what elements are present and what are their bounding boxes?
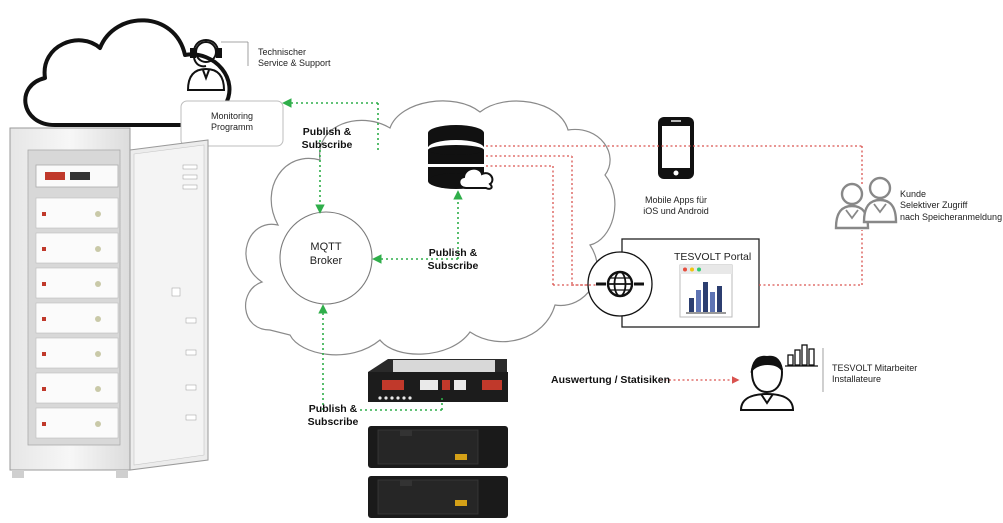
publish-subscribe-bottom-label: Publish & Subscribe — [298, 403, 368, 429]
storage-rack-image — [368, 359, 508, 518]
monitoring-label-line1: Monitoring — [210, 111, 254, 121]
mqtt-links — [282, 98, 463, 411]
portal-title: TESVOLT Portal — [674, 251, 752, 263]
headset-support-icon — [186, 39, 226, 91]
data-links — [486, 145, 863, 384]
staff-line1: TESVOLT Mitarbeiter — [832, 363, 918, 373]
monitoring-label: Monitoring Programm — [181, 111, 283, 134]
support-label-line2: Service & Support — [258, 58, 331, 69]
globe-web-icon — [587, 251, 653, 317]
publish-bottom-line1: Publish & — [308, 403, 358, 415]
monitoring-label-line2: Programm — [210, 122, 253, 133]
mobile-apps-line1: Mobile Apps für — [644, 195, 708, 205]
battery-cabinet-image — [9, 127, 209, 478]
publish-mid-line2: Subscribe — [427, 260, 479, 273]
mqtt-broker-label: MQTT Broker — [286, 241, 366, 269]
evaluation-label: Auswertung / Statisiken — [551, 374, 671, 386]
monitoring-box — [180, 100, 284, 147]
customer-line1: Kunde — [900, 189, 927, 199]
customer-line3: nach Speicheranmeldung — [900, 211, 1003, 222]
customer-line2: Selektiver Zugriff — [900, 200, 968, 211]
portal-window-icon — [679, 264, 733, 318]
staff-user-icon — [739, 355, 795, 411]
mqtt-broker-line2: Broker — [309, 254, 343, 267]
staff-line2: Installateure — [832, 374, 882, 385]
users-icon — [834, 176, 898, 230]
publish-subscribe-mid-label: Publish & Subscribe — [418, 247, 488, 273]
publish-mid-line1: Publish & — [428, 247, 478, 259]
customer-label: Kunde Selektiver Zugriff nach Speicheran… — [900, 189, 1002, 223]
publish-top-line2: Subscribe — [301, 139, 353, 152]
small-chart-icon — [785, 344, 818, 367]
database-cloud-icon — [428, 125, 494, 190]
mobile-apps-line2: iOS und Android — [643, 206, 709, 217]
mqtt-broker-circle — [279, 211, 373, 305]
smartphone-icon — [658, 117, 694, 179]
publish-subscribe-top-label: Publish & Subscribe — [292, 126, 362, 152]
mqtt-broker-line1: MQTT — [310, 241, 342, 253]
publish-bottom-line2: Subscribe — [307, 416, 359, 429]
staff-label: TESVOLT Mitarbeiter Installateure — [832, 363, 917, 386]
support-label-line1: Technischer — [258, 47, 307, 57]
support-label: Technischer Service & Support — [258, 47, 331, 70]
publish-top-line1: Publish & — [302, 126, 352, 138]
mobile-apps-label: Mobile Apps für iOS und Android — [626, 195, 726, 218]
